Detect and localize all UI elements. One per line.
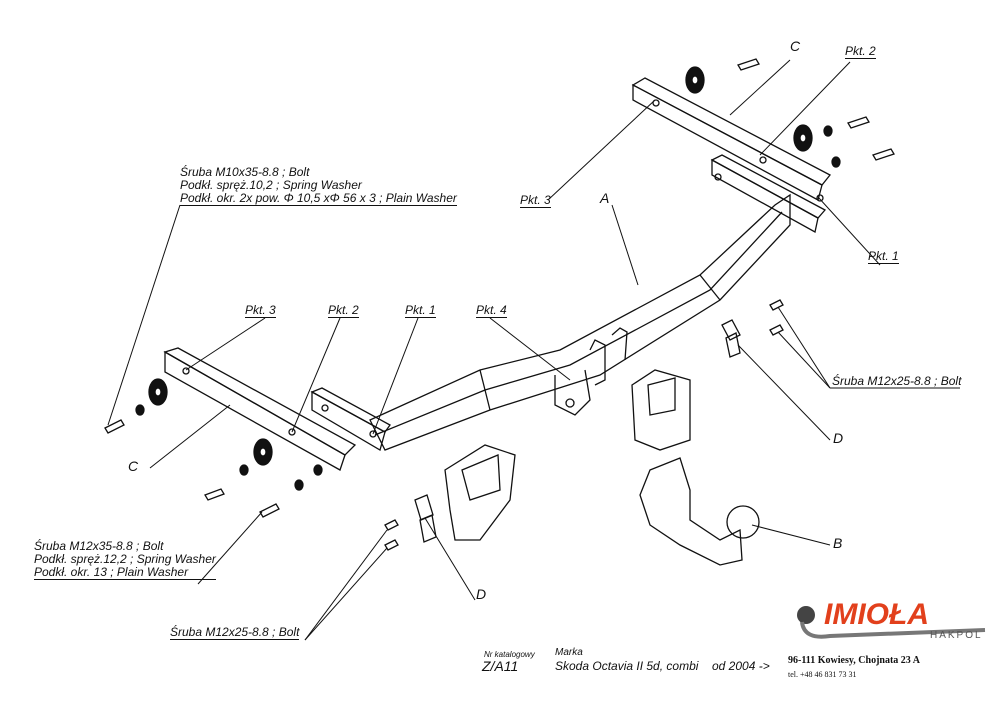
callout-c-left: C [128, 458, 139, 474]
fasteners [104, 58, 895, 551]
catalog-label: Nr katalogowy [484, 650, 535, 659]
callout-c-top: C [790, 38, 801, 54]
callout-a: A [600, 190, 610, 206]
note-bolt-m12x35: Śruba M12x35-8.8 ; Bolt Podkł. spręż.12,… [34, 540, 216, 580]
callout-pkt1-top: Pkt. 1 [868, 249, 899, 264]
catalog-number: Z/A11 [482, 658, 519, 674]
note-line: Śruba M10x35-8.8 ; Bolt [180, 165, 310, 179]
callout-d-bottom: D [476, 586, 487, 602]
electrical-socket-bracket [444, 444, 516, 541]
callout-pkt3-left: Pkt. 3 [245, 303, 276, 318]
brand-value: Skoda Octavia II 5d, combi [555, 659, 699, 673]
main-crossbeam [369, 193, 791, 451]
company-address: 96-111 Kowiesy, Chojnata 23 A [788, 655, 920, 666]
imiola-logo: IMIOŁA HAKPOL [790, 598, 990, 645]
callout-b: B [833, 535, 843, 551]
note-bolt-m12x25-bottom: Śruba M12x25-8.8 ; Bolt [170, 625, 300, 640]
mounting-plate-left [163, 347, 391, 471]
ball-receiver [631, 369, 691, 451]
note-bolt-m12x25-right: Śruba M12x25-8.8 ; Bolt [832, 374, 962, 388]
logo-text: IMIOŁA [824, 598, 929, 631]
note-line: Podkł. spręż.10,2 ; Spring Washer [180, 178, 362, 192]
logo-subtext: HAKPOL [930, 630, 983, 641]
mounting-plate-right [631, 77, 832, 233]
callout-pkt1-left: Pkt. 1 [405, 303, 436, 318]
callout-pkt4: Pkt. 4 [476, 303, 507, 318]
note-line: Podkł. spręż.12,2 ; Spring Washer [34, 552, 216, 566]
note-line: Podkł. okr. 2x pow. Φ 10,5 xΦ 56 x 3 ; P… [180, 191, 457, 206]
tow-ball-neck [639, 457, 760, 566]
note-line: Podkł. okr. 13 ; Plain Washer [34, 566, 216, 580]
note-line: Śruba M12x35-8.8 ; Bolt [34, 539, 164, 553]
bracket-d-right [721, 319, 741, 358]
callout-pkt2-top: Pkt. 2 [845, 44, 876, 59]
callout-d-right: D [833, 430, 844, 446]
callout-pkt3-top: Pkt. 3 [520, 193, 551, 208]
company-phone: tel. +48 46 831 73 31 [788, 670, 857, 679]
note-bolt-m10: Śruba M10x35-8.8 ; Bolt Podkł. spręż.10,… [180, 166, 457, 206]
callout-pkt2-left: Pkt. 2 [328, 303, 359, 318]
leader-lines [107, 59, 960, 641]
tow-ball-logo-icon [797, 606, 986, 639]
brand-label: Marka [555, 647, 583, 658]
from-year: od 2004 -> [712, 659, 770, 673]
